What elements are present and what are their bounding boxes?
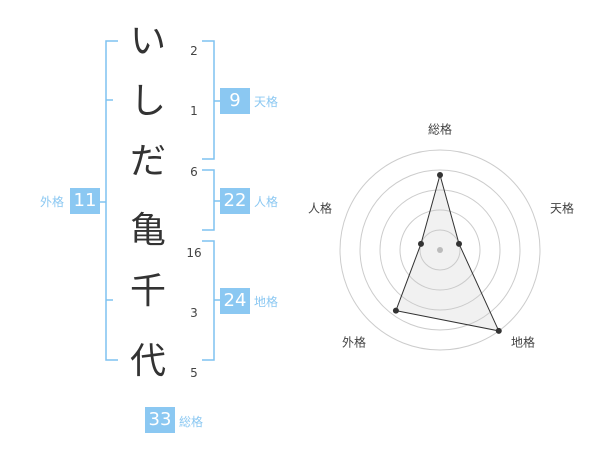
name-char: 亀 bbox=[130, 210, 167, 251]
radar-center bbox=[437, 247, 443, 253]
stroke-count: 3 bbox=[190, 306, 198, 320]
gaikaku-label: 外格 bbox=[40, 195, 65, 209]
stroke-count: 16 bbox=[186, 246, 202, 260]
radar-grid-ring bbox=[419, 229, 461, 271]
radar-grid-ring bbox=[359, 169, 521, 331]
stroke-count: 2 bbox=[190, 44, 198, 58]
outer-bracket bbox=[105, 40, 118, 361]
radar-polygon bbox=[395, 173, 500, 332]
radar-label-gaikaku: 外格 bbox=[341, 335, 367, 350]
radar-label-tenkaku: 天格 bbox=[549, 201, 575, 216]
soukaku-label: 総格 bbox=[179, 415, 204, 429]
name-char: 代 bbox=[130, 341, 167, 382]
chikaku-badge: 24 bbox=[220, 288, 250, 314]
radar-point bbox=[417, 240, 424, 247]
tenkaku-badge: 9 bbox=[220, 88, 250, 114]
name-char: 千 bbox=[130, 271, 167, 312]
radar-point bbox=[392, 307, 399, 314]
radar-point bbox=[495, 327, 502, 334]
stroke-count: 5 bbox=[190, 366, 198, 380]
radar-point bbox=[437, 172, 443, 178]
tenkaku-label: 天格 bbox=[254, 95, 279, 109]
gaikaku-badge: 11 bbox=[70, 188, 100, 214]
tenkaku-bracket bbox=[202, 40, 215, 160]
radar-label-chikaku: 地格 bbox=[510, 335, 536, 350]
jinkaku-badge: 22 bbox=[220, 188, 250, 214]
jinkaku-bracket bbox=[202, 169, 215, 231]
radar-grid-ring bbox=[339, 149, 541, 351]
name-char: だ bbox=[130, 141, 167, 182]
radar-point bbox=[456, 240, 463, 247]
jinkaku-label: 人格 bbox=[254, 195, 279, 209]
name-char: い bbox=[130, 21, 167, 62]
stroke-count: 6 bbox=[190, 165, 198, 179]
soukaku-badge: 33 bbox=[145, 407, 175, 433]
radar-grid-ring bbox=[399, 209, 481, 291]
radar-label-jinkaku: 人格 bbox=[307, 201, 333, 216]
chikaku-label: 地格 bbox=[254, 295, 279, 309]
stroke-count: 1 bbox=[190, 104, 198, 118]
radar-label-soukaku: 総格 bbox=[427, 122, 453, 137]
radar-grid-ring bbox=[379, 189, 501, 311]
name-char: し bbox=[130, 81, 167, 122]
